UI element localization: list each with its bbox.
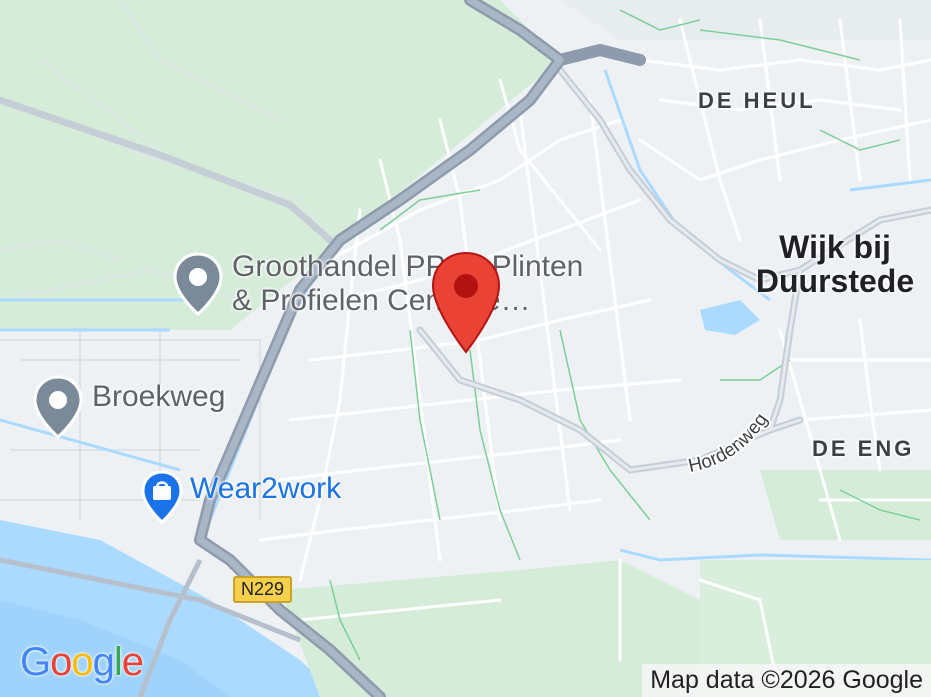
city-label: Wijk bij Duurstede [730,230,931,298]
shopping-bag-icon [140,470,184,524]
location-dot-icon [172,252,224,316]
google-logo-letter: e [121,640,144,684]
city-label-line1: Wijk bij [779,229,891,265]
google-logo-letter: G [20,640,51,684]
poi-wear2work[interactable]: Wear2work [140,470,341,524]
location-dot-icon [32,375,84,439]
google-logo-letter: o [71,640,93,684]
district-label-de-heul: DE HEUL [698,88,816,113]
road-shield-n229: N229 [233,576,293,603]
poi-label: Broekweg [92,380,226,413]
google-logo[interactable]: Google [20,640,144,685]
google-logo-letter: l [113,640,123,684]
google-logo-letter: o [50,640,72,684]
city-label-line2: Duurstede [755,263,915,299]
poi-broekweg[interactable]: Broekweg [32,375,225,439]
google-logo-letter: g [92,640,115,684]
poi-label: Groothandel PPC | Plinten & Profielen Ce… [232,250,583,318]
poi-label-line1: Groothandel PPC | Plinten [232,250,584,283]
map-attribution[interactable]: Map data ©2026 Google [642,664,931,697]
poi-groothandel-ppc[interactable]: Groothandel PPC | Plinten & Profielen Ce… [172,250,583,318]
google-logo-text: Google [20,640,144,684]
poi-label: Wear2work [190,472,342,505]
district-label-de-eng: DE ENG [812,436,915,461]
red-map-pin-icon[interactable] [428,250,504,356]
poi-label-line2: & Profielen Centrale… [232,284,531,317]
